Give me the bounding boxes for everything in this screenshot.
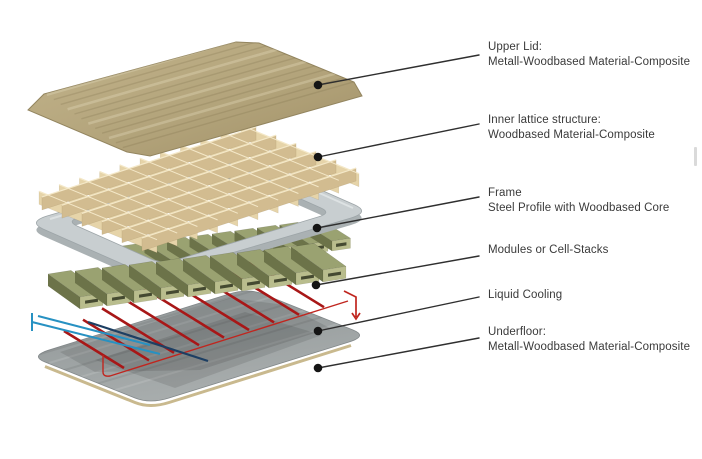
lid-grain-streak: [122, 52, 362, 149]
label-cooling: Liquid Cooling: [488, 288, 700, 303]
leader-underfloor: [317, 337, 480, 369]
lattice-fin-top: [139, 157, 259, 208]
leader-lines: [311, 54, 480, 373]
cooling-manifold-front: [102, 300, 349, 377]
module-side: [210, 256, 242, 291]
lattice-fin-top: [79, 177, 198, 227]
lid-grain-streak: [53, 42, 362, 101]
label-upper-lid: Upper Lid: Metall-Woodbased Material-Com…: [488, 40, 700, 70]
lattice-fin-top: [160, 151, 279, 201]
right-edge-artifact: [694, 147, 697, 166]
lattice-fin-top: [180, 144, 299, 194]
module-slot: [247, 280, 260, 286]
module-side: [291, 247, 323, 282]
module-side: [264, 250, 296, 285]
leader-frame: [316, 196, 480, 229]
lid-grain-streak: [95, 42, 362, 130]
module-slot: [139, 292, 152, 298]
lattice-fin-top: [240, 124, 360, 175]
label-underfloor: Underfloor: Metall-Woodbased Material-Co…: [488, 325, 700, 355]
label-modules: Modules or Cell-Stacks: [488, 243, 700, 258]
underfloor-shadow-2: [95, 312, 322, 388]
floor-streak: [48, 291, 360, 364]
floor-streak: [84, 300, 360, 400]
leader-dot-lattice: [313, 152, 323, 162]
label-cooling-title: Liquid Cooling: [488, 289, 563, 301]
leader-dot-upper-lid: [313, 80, 323, 90]
lid-grain-streak: [74, 42, 362, 115]
module-slot: [112, 295, 125, 301]
module-side: [156, 262, 188, 297]
lid-grain-streak: [115, 48, 362, 144]
lid-grain-streak: [67, 42, 362, 111]
lid-grain-streak: [101, 42, 362, 134]
label-lattice-title: Inner lattice structure:: [488, 114, 601, 126]
module-slot: [336, 242, 347, 247]
label-lattice-sub: Woodbased Material-Composite: [488, 129, 655, 141]
module-slot: [166, 289, 179, 295]
leader-cooling: [317, 296, 480, 332]
label-frame-sub: Steel Profile with Woodbased Core: [488, 202, 670, 214]
module-slot: [220, 283, 233, 289]
cooling-tube: [120, 295, 200, 347]
module-slot: [85, 298, 98, 304]
label-upper-lid-title: Upper Lid:: [488, 41, 543, 53]
module-slot: [193, 286, 206, 292]
lattice-fin-top: [119, 164, 238, 214]
upper-lid-panel: [27, 41, 363, 157]
lattice-fin-top: [38, 190, 158, 241]
leader-upper-lid: [317, 54, 480, 86]
lattice-fin-top: [220, 131, 339, 181]
leader-lattice: [317, 123, 480, 158]
module-side: [183, 259, 215, 294]
lattice-fin-top: [59, 184, 178, 234]
lattice-fin-top: [200, 138, 319, 188]
leader-modules: [315, 255, 480, 286]
cooling-tube: [63, 329, 125, 370]
lid-grain-streak: [108, 42, 362, 140]
module-side: [48, 274, 80, 309]
label-frame: Frame Steel Profile with Woodbased Core: [488, 186, 700, 216]
label-lattice: Inner lattice structure: Woodbased Mater…: [488, 113, 700, 143]
cooling-outlet-navy: [87, 320, 209, 363]
label-frame-title: Frame: [488, 187, 522, 199]
label-modules-title: Modules or Cell-Stacks: [488, 244, 609, 256]
lid-grain-streak: [87, 42, 362, 125]
module-side: [75, 271, 107, 306]
module-slot: [301, 274, 314, 280]
module-side: [102, 268, 134, 303]
leader-dot-frame: [312, 223, 322, 233]
cooling-tube: [82, 318, 150, 362]
module-slot: [274, 277, 287, 283]
module-slot: [328, 271, 341, 277]
cooling-elbow-right: [343, 290, 361, 321]
label-underfloor-title: Underfloor:: [488, 326, 546, 338]
lid-grain-streak: [60, 42, 362, 106]
lattice-fin-top: [99, 171, 218, 221]
underfloor-edge-wood: [44, 344, 352, 407]
module-row-front: [47, 243, 347, 310]
floor-streak: [57, 291, 360, 373]
lattice-grid: [38, 124, 360, 253]
leader-dot-cooling: [313, 326, 323, 336]
cooling-inlet-blue: [31, 313, 161, 355]
label-underfloor-sub: Metall-Woodbased Material-Composite: [488, 341, 691, 353]
leader-dot-underfloor: [313, 363, 323, 373]
module-side: [129, 265, 161, 300]
label-upper-lid-sub: Metall-Woodbased Material-Composite: [488, 56, 691, 68]
leader-dot-modules: [311, 280, 321, 290]
lid-grain-streak: [81, 42, 362, 120]
module-side: [237, 253, 269, 288]
